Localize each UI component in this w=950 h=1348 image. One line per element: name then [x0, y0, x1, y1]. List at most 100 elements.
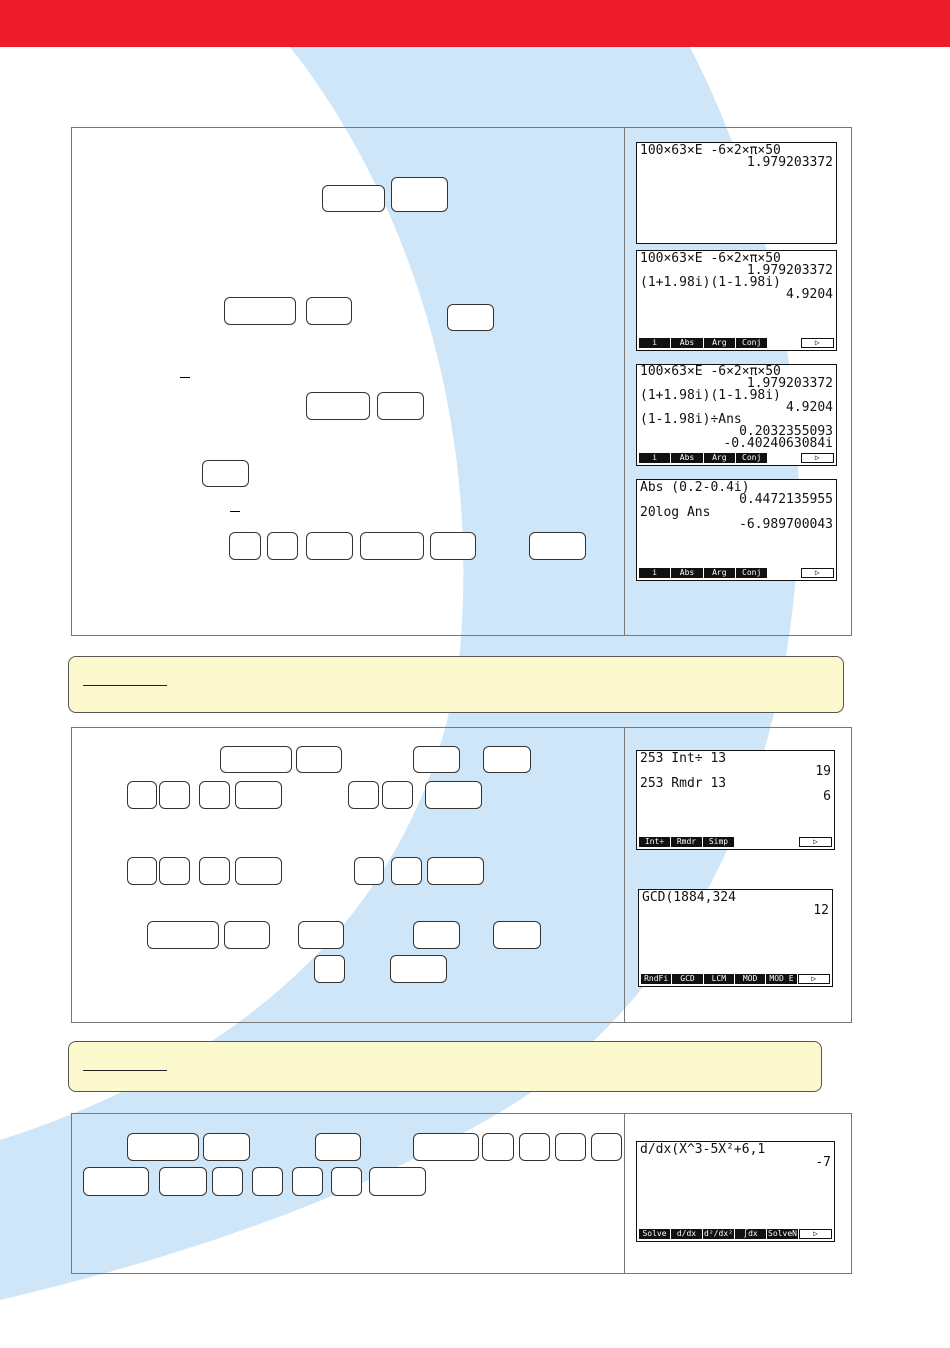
screen-line: 12: [813, 903, 829, 918]
example-panel-1: [71, 127, 852, 636]
screen-line: 4.9204: [786, 287, 833, 302]
calculator-key: [306, 297, 352, 325]
screen-line: 100×63×E -6×2×π×50: [640, 251, 781, 266]
calculator-key: [127, 781, 157, 809]
calculator-key: [391, 857, 422, 885]
calculator-key: [390, 955, 447, 983]
screen-line: 100×63×E -6×2×π×50: [640, 143, 781, 158]
menu-next-icon: ▷: [799, 1229, 832, 1239]
screen-line: 0.4472135955: [739, 492, 833, 507]
calculator-key: [413, 1133, 479, 1161]
menu-item: Simp: [703, 837, 734, 847]
note-box-2: [68, 1041, 822, 1092]
calculator-key: [482, 1133, 514, 1161]
screen-line: -0.4024063084i: [723, 436, 833, 451]
calculator-screen-5: 253 Int÷ 13 19 253 Rmdr 13 6 Int÷ Rmdr S…: [636, 750, 835, 850]
menu-next-icon: ▷: [797, 974, 830, 984]
calculator-screen-3: 100×63×E -6×2×π×50 1.979203372 (1+1.98i)…: [636, 364, 837, 466]
overline-mark: [230, 511, 240, 512]
menu-item: d/dx: [671, 1229, 702, 1239]
screen-line: 4.9204: [786, 400, 833, 415]
calculator-key: [331, 1167, 362, 1196]
screen-line: 20log Ans: [640, 505, 711, 520]
menu-item: [767, 837, 798, 847]
calculator-key: [377, 392, 424, 420]
calculator-screen-2: 100×63×E -6×2×π×50 1.979203372 (1+1.98i)…: [636, 250, 837, 351]
menu-item: Int÷: [639, 837, 670, 847]
menu-item: LCM: [703, 974, 734, 984]
calculator-key: [199, 781, 230, 809]
function-menu: i Abs Arg Conj ▷: [639, 568, 834, 578]
menu-item: Arg: [703, 568, 735, 578]
calculator-key: [447, 304, 494, 331]
menu-item: Conj: [735, 453, 768, 463]
calculator-key: [555, 1133, 586, 1161]
calculator-key: [147, 921, 219, 949]
menu-item: GCD: [672, 974, 703, 984]
calculator-key: [235, 781, 282, 809]
calculator-screen-1: 100×63×E -6×2×π×50 1.979203372: [636, 142, 837, 244]
calculator-key: [354, 857, 384, 885]
header-bar: [0, 0, 950, 47]
screen-line: 1.979203372: [746, 376, 833, 391]
screen-line: 1.979203372: [746, 155, 833, 170]
note-box-1: [68, 656, 844, 713]
calculator-key: [493, 921, 541, 949]
example-panel-2: [71, 727, 852, 1023]
calculator-key: [202, 460, 249, 487]
function-menu: RndFi GCD LCM MOD MOD E ▷: [641, 974, 830, 984]
calculator-key: [203, 1133, 250, 1161]
menu-item: Arg: [703, 453, 735, 463]
calculator-screen-6: GCD(1884,324 12 RndFi GCD LCM MOD MOD E …: [638, 889, 833, 987]
panel-divider: [624, 128, 625, 635]
screen-line: 253 Rmdr 13: [640, 776, 727, 791]
calculator-key: [159, 857, 190, 885]
menu-item: [768, 453, 799, 463]
menu-item: i: [639, 568, 671, 578]
screen-line: -6.989700043: [739, 517, 833, 532]
menu-next-icon: ▷: [799, 837, 832, 847]
calculator-key: [382, 781, 413, 809]
calculator-key: [529, 532, 586, 560]
function-menu: i Abs Arg Conj ▷: [639, 338, 834, 348]
calculator-key: [306, 392, 370, 420]
calculator-key: [591, 1133, 622, 1161]
screen-line: 253 Int÷ 13: [640, 751, 727, 766]
calculator-key: [369, 1167, 426, 1196]
calculator-key: [298, 921, 344, 949]
panel-divider: [624, 1114, 625, 1273]
calculator-key: [252, 1167, 283, 1196]
menu-item: Conj: [735, 568, 768, 578]
menu-item: [768, 568, 799, 578]
calculator-key: [292, 1167, 323, 1196]
calculator-key: [267, 532, 298, 560]
calculator-key: [391, 177, 448, 212]
screen-line: 100×63×E -6×2×π×50: [640, 364, 781, 379]
screen-line: (1+1.98i)(1-1.98i): [640, 388, 781, 403]
calculator-key: [127, 857, 157, 885]
calculator-key: [413, 746, 460, 773]
calculator-key: [360, 532, 424, 560]
calculator-key: [483, 746, 531, 773]
calculator-key: [235, 857, 282, 885]
menu-item: Abs: [671, 568, 703, 578]
screen-line: (1-1.98i)÷Ans: [640, 412, 742, 427]
calculator-key: [306, 532, 353, 560]
menu-item: Solve: [639, 1229, 670, 1239]
menu-item: [768, 338, 799, 348]
calculator-key: [425, 781, 482, 809]
calculator-key: [430, 532, 476, 560]
calculator-key: [229, 532, 261, 560]
menu-next-icon: ▷: [800, 568, 834, 578]
screen-line: Abs (0.2-0.4i): [640, 480, 750, 495]
menu-item: Arg: [703, 338, 735, 348]
calculator-key: [296, 746, 342, 773]
calculator-key: [413, 921, 460, 949]
calculator-key: [159, 781, 190, 809]
screen-line: 1.979203372: [746, 263, 833, 278]
calculator-key: [199, 857, 230, 885]
note-underline: [83, 1070, 167, 1071]
example-panel-3: [71, 1113, 852, 1274]
overline-mark: [180, 377, 190, 378]
